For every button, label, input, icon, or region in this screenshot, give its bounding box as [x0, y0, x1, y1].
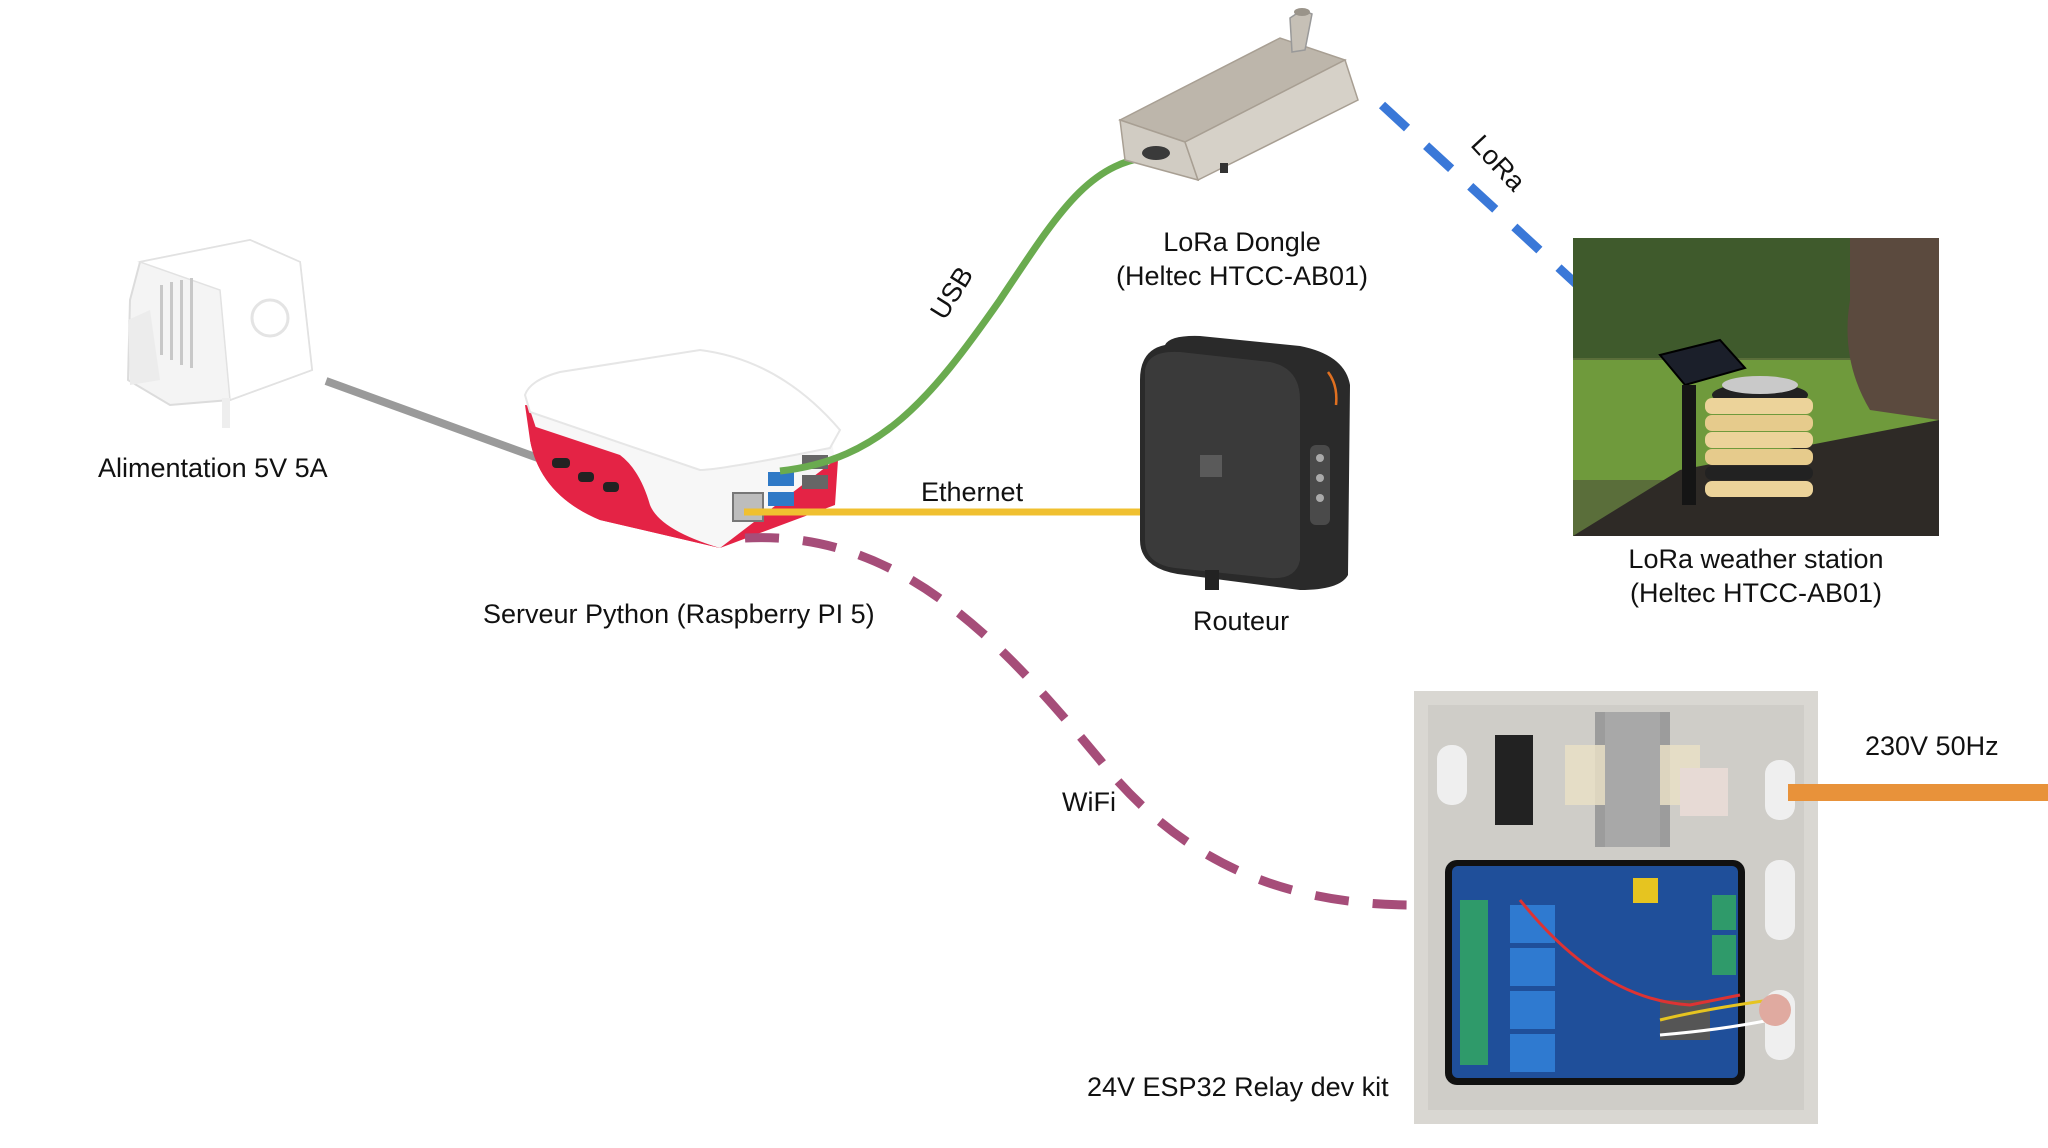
ethernet-link-label: Ethernet: [921, 477, 1024, 507]
server-label: Serveur Python (Raspberry PI 5): [483, 599, 875, 629]
weather-station-label-line2: (Heltec HTCC-AB01): [1629, 578, 1883, 608]
weather-station-label-line1: LoRa weather station: [1628, 544, 1884, 574]
weather-station-label: LoRa weather station (Heltec HTCC-AB01): [1606, 542, 1906, 610]
mains-link: [1788, 784, 2048, 801]
power-link: [324, 377, 562, 470]
power-supply-label: Alimentation 5V 5A: [98, 453, 328, 483]
usb-link: [779, 152, 1159, 475]
router-label: Routeur: [1193, 606, 1290, 636]
wifi-link-label: WiFi: [1062, 787, 1116, 817]
router-icon: [1140, 335, 1350, 590]
relay-box-photo: [1414, 691, 1818, 1124]
power-adapter-icon: [126, 238, 314, 428]
wifi-link: [744, 533, 1415, 910]
weather-station-photo: [1573, 238, 1939, 536]
raspberry-pi-icon: [523, 348, 842, 548]
dongle-label-line2: (Heltec HTCC-AB01): [1115, 261, 1369, 291]
relay-kit-label: 24V ESP32 Relay dev kit: [1087, 1072, 1389, 1102]
dongle-label: LoRa Dongle (Heltec HTCC-AB01): [1112, 225, 1372, 293]
mains-link-label: 230V 50Hz: [1865, 731, 1999, 761]
lora-dongle-icon: [1118, 8, 1359, 182]
dongle-label-line1: LoRa Dongle: [1163, 227, 1321, 257]
